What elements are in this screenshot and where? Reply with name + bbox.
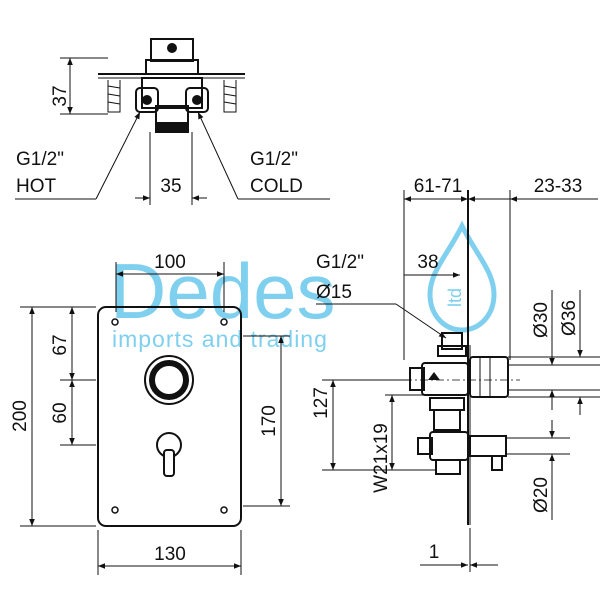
dim-61-71-label: 61-71 [414, 176, 463, 197]
dia-36-label: Ø36 [559, 300, 580, 336]
dim-1-label: 1 [429, 542, 440, 563]
dia-20-label: Ø20 [531, 477, 552, 513]
hot-label: HOT [16, 176, 57, 197]
side-view: 61-71 23-33 38 G1/2" Ø15 127 W21x19 Ø30 … [311, 176, 600, 572]
cold-label: COLD [250, 176, 303, 197]
dim-100-label: 100 [154, 252, 186, 273]
cold-size-label: G1/2" [250, 149, 298, 170]
dim-67-label: 67 [50, 334, 71, 355]
watermark: Dedes imports and trading ltd [110, 220, 497, 352]
dim-127-label: 127 [311, 387, 332, 419]
dim-38-label: 38 [417, 252, 438, 273]
dim-w21x19-label: W21x19 [371, 423, 392, 493]
watermark-tagline: imports and trading [112, 326, 328, 352]
dim-170-label: 170 [259, 405, 280, 437]
connection-size-label: G1/2" [316, 252, 364, 273]
hot-size-label: G1/2" [16, 149, 64, 170]
top-view: 37 35 G1/2" HOT G1/2" COLD [15, 38, 330, 205]
watermark-brand: Dedes [110, 247, 335, 335]
watermark-drop-icon [427, 220, 497, 333]
dia-30-label: Ø30 [531, 302, 552, 338]
cover-plate [97, 306, 242, 527]
connection-diameter-label: Ø15 [316, 282, 352, 303]
temperature-knob-icon [144, 355, 194, 405]
dim-200-label: 200 [10, 400, 31, 432]
watermark-suffix: ltd [445, 288, 465, 307]
dim-130-label: 130 [154, 544, 186, 565]
dim-60-label: 60 [50, 402, 71, 423]
front-view: 100 130 200 67 60 170 [10, 252, 290, 575]
dim-35-label: 35 [160, 176, 181, 197]
dim-37-label: 37 [50, 85, 71, 106]
dim-23-33-label: 23-33 [534, 176, 583, 197]
